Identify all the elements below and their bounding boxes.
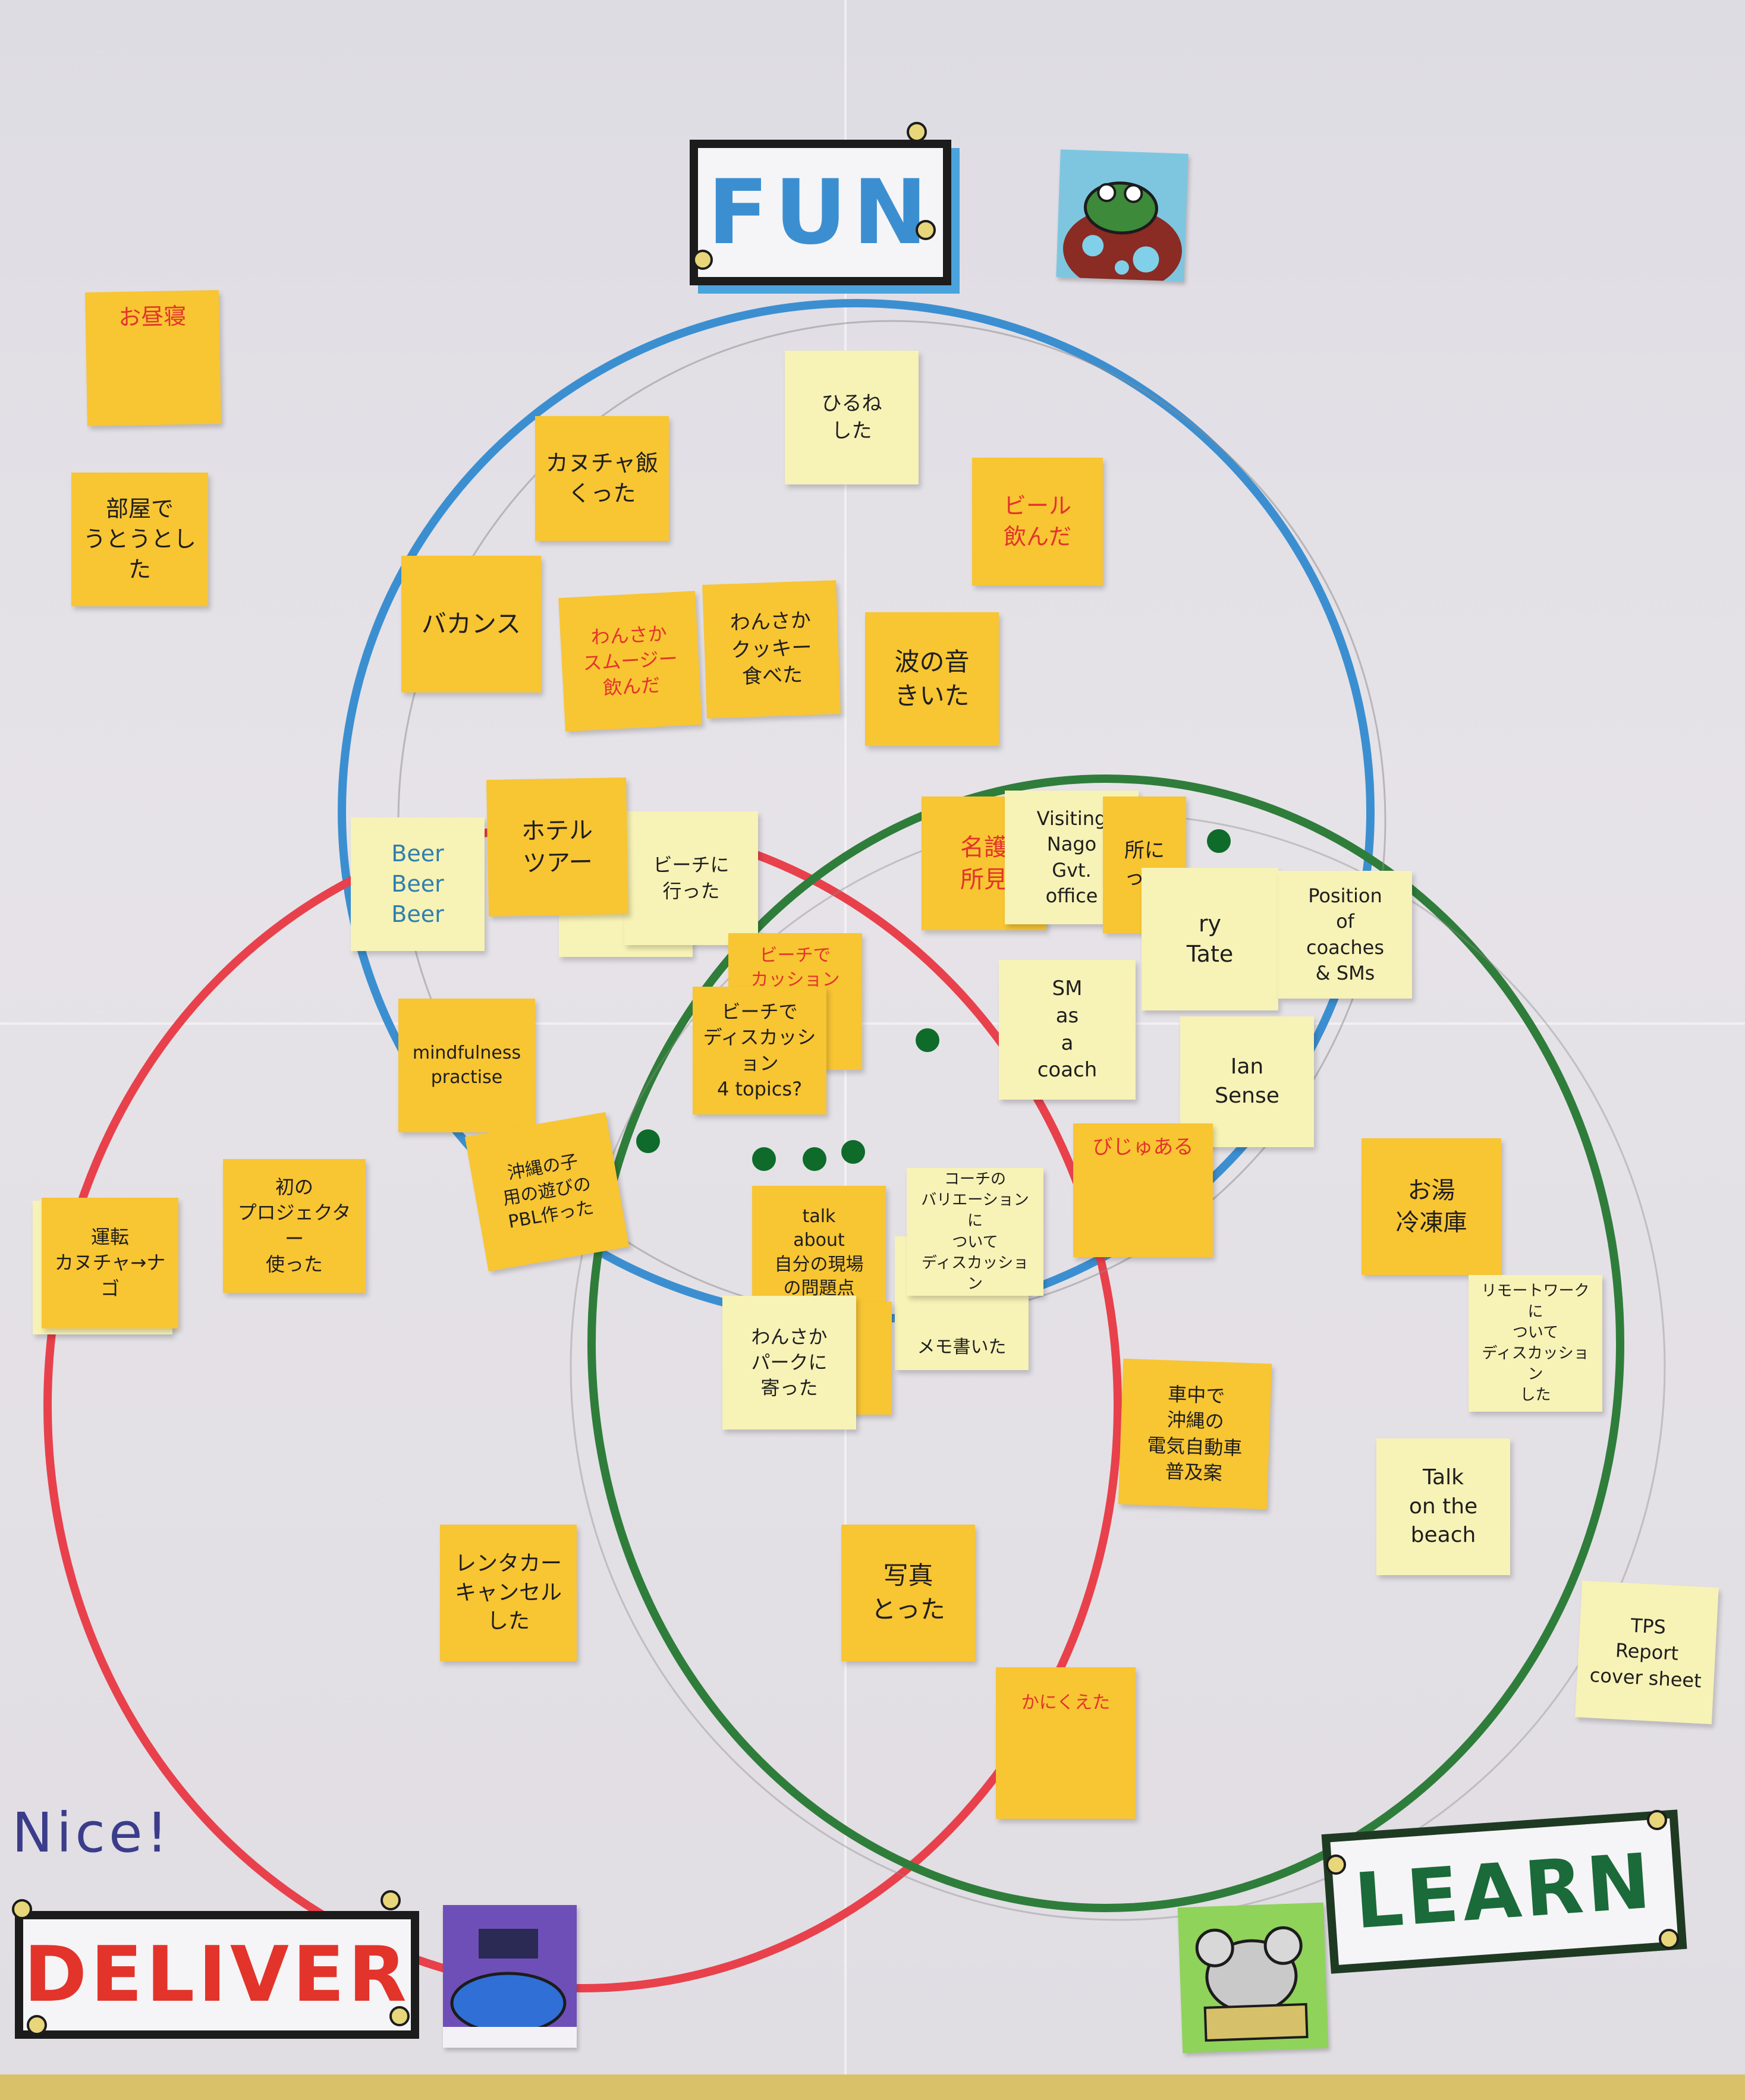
sticky-note: TPS Report cover sheet [1575, 1580, 1719, 1724]
screw-icon [1326, 1855, 1346, 1875]
sticky-note: わんさか パークに 寄った [722, 1296, 856, 1430]
screw-icon [916, 220, 936, 240]
sticky-note: ry Tate [1142, 868, 1278, 1010]
fold-line-horizontal [0, 1022, 1745, 1025]
sticky-note: びじゅある [1073, 1123, 1213, 1257]
fun-label-text: FUN [708, 160, 933, 265]
sticky-note: Position of coaches & SMs [1278, 871, 1412, 999]
sticky-note: バカンス [401, 556, 541, 692]
floor-strip [0, 2074, 1745, 2100]
mouse-avatar-icon [1177, 1902, 1329, 2054]
screw-icon [693, 250, 713, 270]
vote-dot [841, 1140, 865, 1164]
vote-dot [1207, 829, 1231, 853]
screw-icon [27, 2015, 47, 2035]
sticky-note: 運転 カヌチャ→ナゴ [42, 1198, 178, 1328]
sticky-note: わんさか クッキー 食べた [702, 580, 841, 719]
vote-dot [752, 1147, 776, 1171]
screw-icon [389, 2006, 410, 2026]
sticky-note: ビール 飲んだ [972, 458, 1103, 585]
sticky-note: 波の音 きいた [865, 612, 999, 746]
sticky-note: カヌチャ飯 くった [535, 416, 669, 541]
sticky-note: mindfulness practise [398, 999, 535, 1132]
deliver-circle [43, 819, 1122, 1992]
screw-icon [1659, 1929, 1679, 1949]
sticky-note: 沖縄の子 用の遊びの PBL作った [464, 1112, 630, 1272]
deliver-label-text: DELIVER [24, 1931, 410, 2019]
learn-label-text: LEARN [1351, 1837, 1657, 1947]
sticky-note: わんさか スムージー 飲んだ [558, 591, 702, 732]
sticky-note: かにくえた [996, 1667, 1136, 1819]
screw-icon [381, 1890, 401, 1910]
sticky-note: ひるね した [785, 351, 919, 484]
sticky-note: お昼寝 [85, 290, 221, 426]
nice-handwriting: Nice! [12, 1801, 172, 1865]
sticky-note: Beer Beer Beer [351, 817, 485, 951]
sticky-note: 初の プロジェクター 使った [223, 1159, 366, 1293]
vote-dot [803, 1147, 826, 1171]
sticky-note: 部屋で うとうとした [71, 473, 208, 606]
sticky-note: 車中で 沖縄の 電気自動車 普及案 [1118, 1358, 1272, 1510]
sticky-note: ビーチで ディスカッション 4 topics? [693, 987, 826, 1114]
sticky-note: SM as a coach [999, 960, 1136, 1100]
learn-label-box: LEARN [1321, 1809, 1687, 1974]
vote-dot [916, 1028, 939, 1052]
sticky-note: コーチの バリエーションに ついて ディスカッション [907, 1168, 1043, 1296]
sticky-note: Talk on the beach [1376, 1438, 1510, 1575]
deliver-label-box: DELIVER [15, 1911, 419, 2039]
sticky-note: レンタカー キャンセル した [440, 1525, 577, 1661]
sticky-note: ホテル ツアー [486, 777, 628, 917]
learn-circle [587, 774, 1624, 1912]
screw-icon [12, 1899, 32, 1919]
sticky-note: リモートワークに ついて ディスカッション した [1469, 1275, 1602, 1412]
sticky-note: ビーチに 行った [624, 811, 758, 945]
screw-icon [1647, 1810, 1667, 1830]
screw-icon [907, 122, 927, 142]
whale-avatar-icon [443, 1905, 577, 2048]
sticky-note: 写真 とった [841, 1525, 975, 1661]
vote-dot [636, 1129, 660, 1153]
sticky-note: お湯 冷凍庫 [1362, 1138, 1501, 1275]
fun-label-box: FUN [690, 140, 951, 285]
frog-avatar-icon [1056, 149, 1189, 282]
